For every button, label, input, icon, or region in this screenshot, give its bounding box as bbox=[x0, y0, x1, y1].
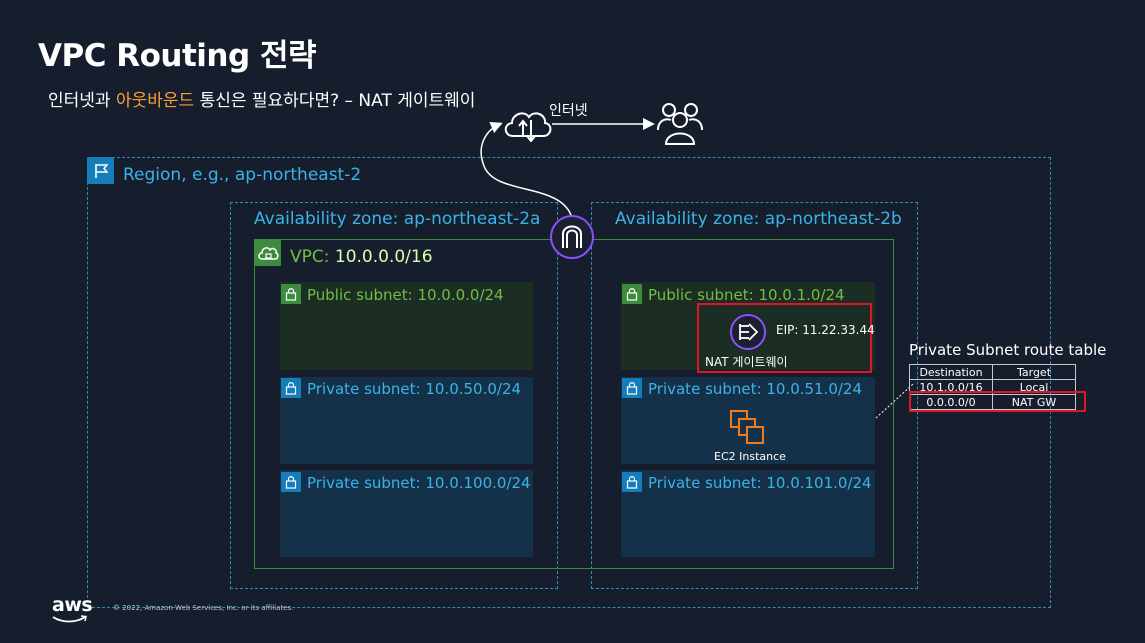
route-table-header-row: Destination Target bbox=[909, 364, 1076, 380]
cloud-upload-download-icon bbox=[504, 112, 552, 142]
route-table-association-line bbox=[875, 383, 914, 419]
lock-icon bbox=[622, 284, 642, 304]
availability-zone-b-label: Availability zone: ap-northeast-2b bbox=[615, 209, 902, 229]
availability-zone-a bbox=[230, 202, 558, 589]
ec2-instance-label: EC2 Instance bbox=[714, 450, 786, 463]
igw-to-internet-line bbox=[480, 122, 573, 219]
aws-smile-icon bbox=[52, 615, 87, 623]
lock-icon bbox=[281, 284, 301, 304]
private-subnet-a-2 bbox=[280, 470, 533, 557]
vpc-label-prefix: VPC: bbox=[290, 247, 335, 267]
route-target: NAT GW bbox=[992, 394, 1076, 410]
internet-label: 인터넷 bbox=[549, 103, 588, 119]
subtitle-part-2: 통신은 필요하다면? – NAT 게이트웨이 bbox=[194, 91, 476, 111]
subtitle-part-1: 인터넷과 bbox=[48, 91, 116, 111]
public-subnet-b-label: Public subnet: 10.0.1.0/24 bbox=[648, 286, 845, 304]
users-icon bbox=[657, 103, 703, 145]
route-table-header-target: Target bbox=[992, 364, 1076, 380]
subtitle-highlight: 아웃바운드 bbox=[115, 91, 195, 111]
public-subnet-a-label: Public subnet: 10.0.0.0/24 bbox=[307, 286, 504, 304]
vpc-cidr: 10.0.0.0/16 bbox=[334, 247, 433, 267]
availability-zone-a-label: Availability zone: ap-northeast-2a bbox=[254, 209, 541, 229]
slide-subtitle: 인터넷과 아웃바운드 통신은 필요하다면? – NAT 게이트웨이 bbox=[48, 86, 475, 111]
route-highlight bbox=[909, 391, 1086, 412]
route-destination: 0.0.0.0/0 bbox=[909, 394, 993, 410]
private-subnet-a-1-label: Private subnet: 10.0.50.0/24 bbox=[307, 380, 522, 398]
aws-logo-text: aws bbox=[52, 594, 93, 616]
copyright: © 2022, Amazon Web Services, Inc. or its… bbox=[113, 604, 294, 612]
lock-icon bbox=[622, 472, 642, 492]
aws-logo: aws bbox=[52, 594, 93, 623]
region-label: Region, e.g., ap-northeast-2 bbox=[123, 165, 362, 185]
route-table-header-destination: Destination bbox=[909, 364, 993, 380]
nat-gateway-label: NAT 게이트웨이 bbox=[705, 355, 788, 369]
private-subnet-b-2-label: Private subnet: 10.0.101.0/24 bbox=[648, 474, 872, 492]
private-subnet-b-1-label: Private subnet: 10.0.51.0/24 bbox=[648, 380, 863, 398]
private-subnet-a-1 bbox=[280, 377, 533, 464]
lock-icon bbox=[622, 378, 642, 398]
route-table-title: Private Subnet route table bbox=[909, 341, 1107, 359]
public-subnet-a bbox=[280, 282, 533, 370]
lock-icon bbox=[281, 378, 301, 398]
internet-gateway-icon bbox=[550, 215, 594, 259]
nat-gateway-highlight bbox=[697, 303, 872, 373]
flag-icon bbox=[87, 157, 114, 184]
lock-icon bbox=[281, 472, 301, 492]
table-row: 0.0.0.0/0 NAT GW bbox=[909, 394, 1076, 410]
vpc-cloud-icon bbox=[254, 239, 281, 266]
route-table: Destination Target 10.1.0.0/16 Local 0.0… bbox=[909, 364, 1076, 410]
private-subnet-b-2 bbox=[621, 470, 875, 557]
nat-gateway-icon bbox=[730, 314, 766, 350]
private-subnet-a-2-label: Private subnet: 10.0.100.0/24 bbox=[307, 474, 531, 492]
vpc-label: VPC: 10.0.0.0/16 bbox=[290, 247, 433, 267]
ec2-instance-icon bbox=[730, 410, 764, 444]
eip-label: EIP: 11.22.33.44 bbox=[776, 323, 875, 337]
slide-title: VPC Routing 전략 bbox=[38, 38, 317, 74]
